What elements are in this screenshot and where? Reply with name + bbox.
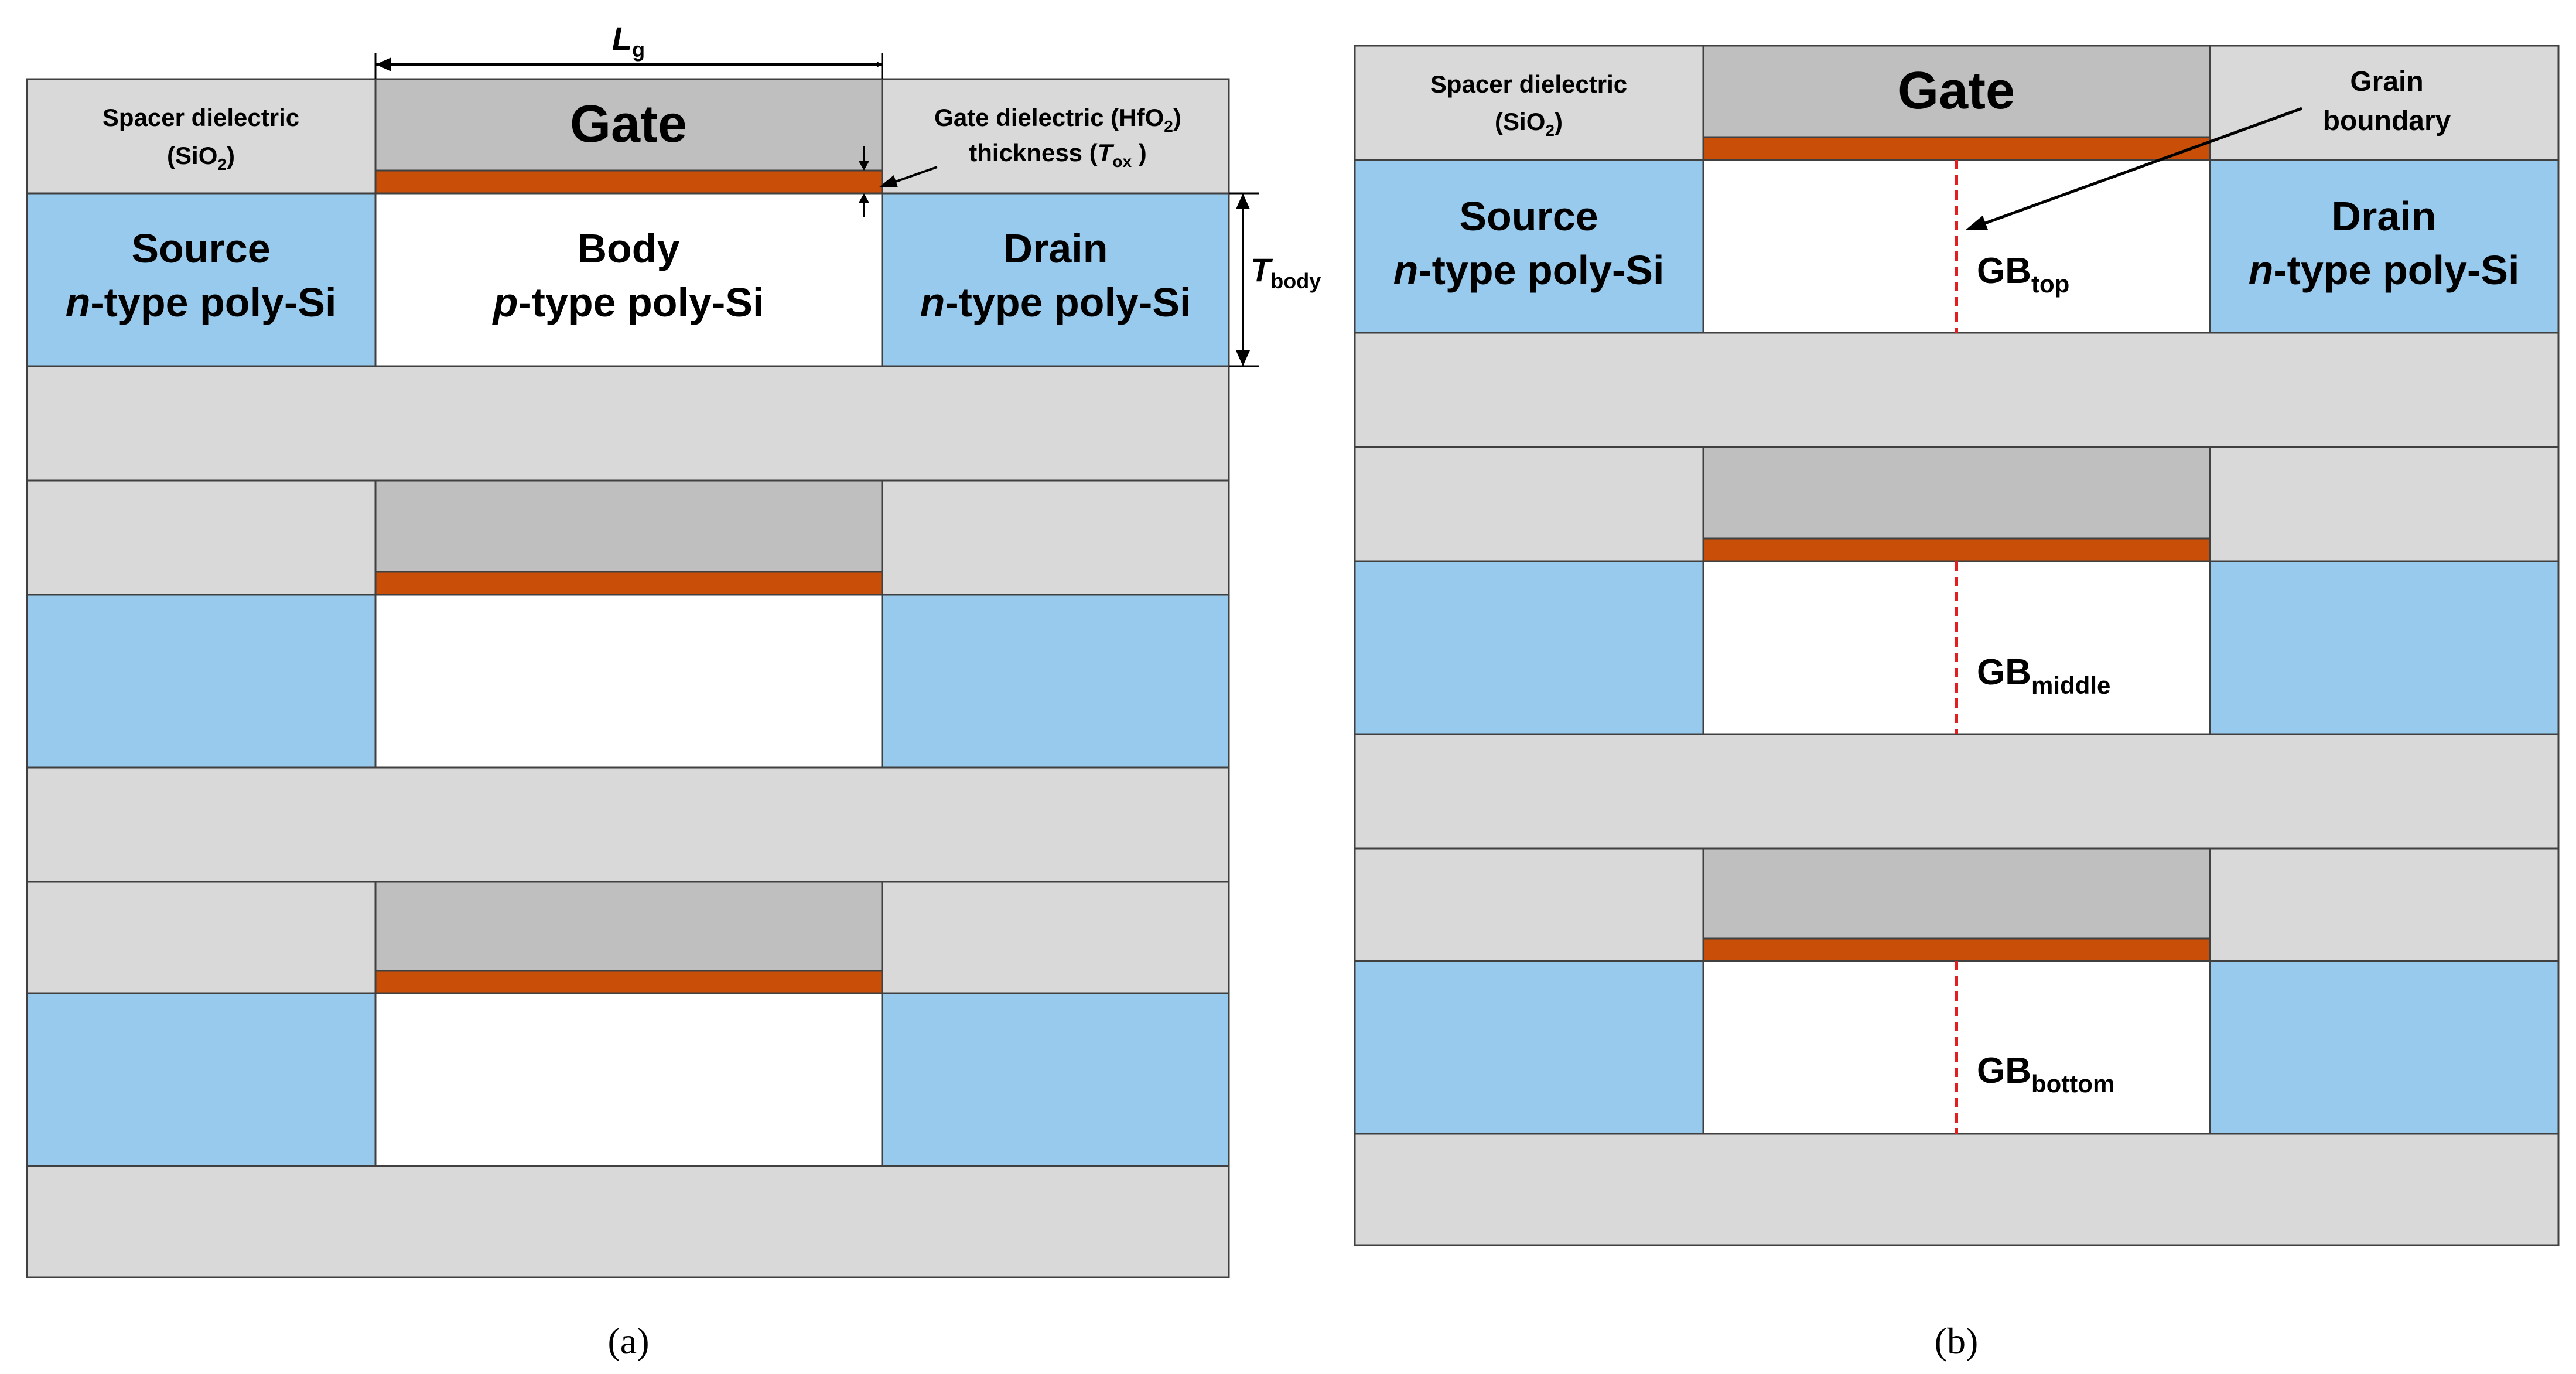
spacer-right-3 bbox=[881, 881, 1230, 994]
b-bottom-spacer bbox=[1354, 1133, 2560, 1246]
b-gate-dielectric-1 bbox=[1702, 136, 2211, 161]
source-3 bbox=[26, 992, 377, 1167]
b-gate-3 bbox=[1702, 847, 2211, 940]
source-label-line1: Source bbox=[131, 226, 270, 271]
drain-label-line2: n-type poly-Si bbox=[920, 279, 1191, 325]
b-spacer-label-line2: (SiO2) bbox=[1495, 108, 1563, 139]
b-spacer-left-3 bbox=[1354, 847, 1704, 962]
source-1 bbox=[26, 192, 377, 367]
caption-a: (a) bbox=[607, 1320, 649, 1362]
b-spacer-left-2 bbox=[1354, 446, 1704, 562]
b-source-1 bbox=[1354, 159, 1704, 334]
b-gate-1 bbox=[1702, 45, 2211, 138]
b-spacer-label-line1: Spacer dielectric bbox=[1430, 70, 1627, 98]
interlayer-spacer-1 bbox=[26, 365, 1230, 482]
b-interlayer-spacer-1 bbox=[1354, 332, 2560, 448]
spacer-left-3 bbox=[26, 881, 377, 994]
gate-1 bbox=[374, 78, 883, 172]
spacer-label-line2: (SiO2) bbox=[167, 142, 235, 173]
b-drain-label-line1: Drain bbox=[2332, 193, 2437, 239]
b-spacer-right-3 bbox=[2209, 847, 2560, 962]
b-drain-3 bbox=[2209, 960, 2560, 1135]
gate-dielectric-2 bbox=[374, 571, 883, 596]
tbody-arrow-top bbox=[1236, 193, 1250, 209]
b-source-3 bbox=[1354, 960, 1704, 1135]
interlayer-spacer-2 bbox=[26, 766, 1230, 883]
spacer-right-1 bbox=[881, 78, 1230, 195]
drain-3 bbox=[881, 992, 1230, 1167]
b-drain-1 bbox=[2209, 159, 2560, 334]
panel-b: Spacer dielectric (SiO2) Gate Grain boun… bbox=[1354, 45, 2560, 1362]
b-gate-dielectric-3 bbox=[1702, 937, 2211, 962]
body-label-line2: p-type poly-Si bbox=[492, 279, 764, 325]
b-spacer-left-1 bbox=[1354, 45, 1704, 161]
body-label-line1: Body bbox=[578, 226, 680, 271]
gb-middle-label: GBmiddle bbox=[1977, 652, 2110, 699]
gate-dielectric-label: Gate dielectric (HfO2) bbox=[934, 104, 1181, 135]
tox-arrow-bottom-head bbox=[859, 193, 869, 203]
grain-boundary-label-line2: boundary bbox=[2323, 105, 2451, 137]
tox-arrow-top-head bbox=[859, 161, 869, 171]
tox-label: thickness (Tox ) bbox=[969, 139, 1146, 171]
b-body-2 bbox=[1702, 560, 2211, 735]
grain-boundary-label-line1: Grain bbox=[2350, 66, 2423, 97]
b-interlayer-spacer-2 bbox=[1354, 733, 2560, 850]
b-spacer-right-1 bbox=[2209, 45, 2560, 161]
panel-a: Spacer dielectric (SiO2) Gate Gate diele… bbox=[26, 20, 1321, 1362]
b-gate-2 bbox=[1702, 446, 2211, 540]
gate-label: Gate bbox=[570, 95, 687, 154]
body-3 bbox=[374, 992, 883, 1167]
source-label-line2: n-type poly-Si bbox=[66, 279, 337, 325]
b-gate-dielectric-2 bbox=[1702, 537, 2211, 562]
b-source-label-line1: Source bbox=[1459, 193, 1598, 239]
lg-label: Lg bbox=[612, 20, 645, 62]
gate-dielectric-pointer-head bbox=[879, 175, 898, 187]
lg-arrow-left bbox=[375, 57, 391, 71]
gb-bottom-label: GBbottom bbox=[1977, 1051, 2114, 1097]
tbody-arrow-bottom bbox=[1236, 350, 1250, 366]
spacer-left-1 bbox=[26, 78, 377, 195]
tbody-label: Tbody bbox=[1251, 251, 1321, 293]
grain-boundary-pointer-head bbox=[1965, 216, 1988, 230]
b-spacer-right-2 bbox=[2209, 446, 2560, 562]
spacer-label-line1: Spacer dielectric bbox=[103, 104, 299, 131]
drain-label-line1: Drain bbox=[1003, 226, 1108, 271]
gate-dielectric-3 bbox=[374, 970, 883, 994]
gb-top-label: GBtop bbox=[1977, 251, 2069, 298]
bottom-spacer bbox=[26, 1165, 1230, 1278]
spacer-right-2 bbox=[881, 479, 1230, 596]
b-gate-label: Gate bbox=[1898, 62, 2015, 120]
b-source-label-line2: n-type poly-Si bbox=[1393, 247, 1665, 293]
b-source-2 bbox=[1354, 560, 1704, 735]
drain-2 bbox=[881, 594, 1230, 769]
b-body-3 bbox=[1702, 960, 2211, 1135]
gate-2 bbox=[374, 479, 883, 573]
gate-3 bbox=[374, 881, 883, 972]
grain-boundary-pointer bbox=[1978, 107, 2302, 227]
body-2 bbox=[374, 594, 883, 769]
gate-dielectric-pointer bbox=[889, 166, 938, 185]
source-2 bbox=[26, 594, 377, 769]
drain-1 bbox=[881, 192, 1230, 367]
caption-b: (b) bbox=[1935, 1320, 1979, 1362]
b-drain-label-line2: n-type poly-Si bbox=[2249, 247, 2520, 293]
spacer-left-2 bbox=[26, 479, 377, 596]
b-drain-2 bbox=[2209, 560, 2560, 735]
b-body-1 bbox=[1702, 159, 2211, 334]
gate-dielectric-1 bbox=[374, 169, 883, 195]
body-1 bbox=[374, 192, 883, 367]
